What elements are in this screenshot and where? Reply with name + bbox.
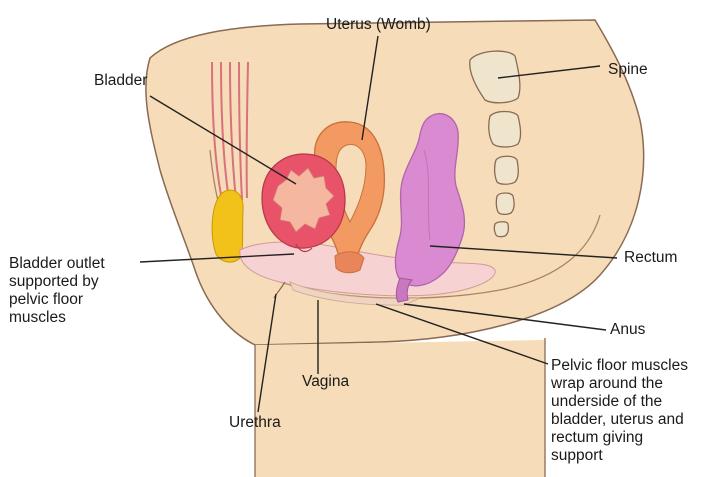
label-urethra: Urethra (229, 414, 281, 432)
label-anus: Anus (610, 321, 645, 339)
label-bladder: Bladder (94, 72, 147, 90)
label-spine: Spine (608, 61, 648, 79)
label-rectum: Rectum (624, 249, 677, 267)
label-uterus: Uterus (Womb) (326, 16, 431, 34)
cervix (335, 252, 364, 273)
lower-body (255, 340, 545, 477)
label-bladder-outlet: Bladder outlet supported by pelvic floor… (9, 255, 105, 327)
label-vagina: Vagina (302, 373, 349, 391)
label-pelvic-floor: Pelvic floor muscles wrap around the und… (551, 357, 688, 465)
pubic-bone (212, 190, 243, 262)
